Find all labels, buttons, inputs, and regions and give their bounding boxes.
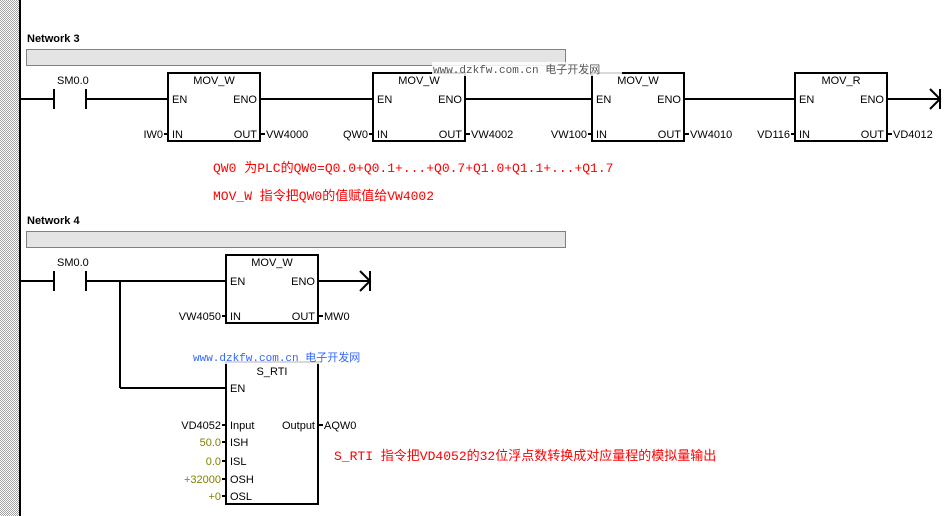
pin-en: EN bbox=[377, 94, 392, 106]
pin-en: EN bbox=[172, 94, 187, 106]
pin-en: EN bbox=[596, 94, 611, 106]
left-margin bbox=[0, 0, 19, 516]
mov-w-box-2 bbox=[372, 72, 466, 142]
operand-osh: +32000 bbox=[184, 474, 221, 486]
s-rti-block[interactable]: S_RTI EN Input ISH ISL OSH OSL Output VD… bbox=[181, 366, 356, 503]
pin-ish: ISH bbox=[230, 437, 248, 449]
network-3-title: Network 3 bbox=[27, 33, 80, 45]
operand-in: QW0 bbox=[343, 129, 368, 141]
pin-en: EN bbox=[230, 276, 245, 288]
pin-eno: ENO bbox=[291, 276, 315, 288]
operand-out: VW4002 bbox=[471, 129, 513, 141]
pin-input: Input bbox=[230, 420, 254, 432]
pin-isl: ISL bbox=[230, 456, 247, 468]
pin-eno: ENO bbox=[860, 94, 884, 106]
watermark-backdrop bbox=[432, 62, 622, 76]
watermark-blue: www.dzkfw.com.cn 电子开发网 bbox=[193, 350, 360, 365]
box-2[interactable]: MOV_W EN ENO IN OUT QW0 VW4002 bbox=[343, 75, 513, 141]
network-4-title: Network 4 bbox=[27, 215, 80, 227]
pin-eno: ENO bbox=[438, 94, 462, 106]
pin-in: IN bbox=[377, 129, 388, 141]
pin-out: OUT bbox=[861, 129, 885, 141]
pin-en: EN bbox=[230, 383, 245, 395]
mov-box-n4[interactable]: MOV_W EN ENO IN OUT VW4050 MW0 bbox=[179, 257, 350, 323]
box-title: MOV_W bbox=[193, 75, 235, 87]
pin-out: OUT bbox=[439, 129, 463, 141]
box-title: S_RTI bbox=[257, 366, 288, 378]
pin-out: OUT bbox=[234, 129, 258, 141]
pin-in: IN bbox=[799, 129, 810, 141]
box-title: MOV_W bbox=[617, 75, 659, 87]
pin-in: IN bbox=[230, 311, 241, 323]
mov-w-box-n4 bbox=[225, 254, 319, 324]
box-1[interactable]: MOV_W EN ENO IN OUT IW0 VW4000 bbox=[143, 75, 308, 141]
mov-w-box-1 bbox=[167, 72, 261, 142]
network-4-wiring bbox=[21, 254, 372, 505]
operand-input: VD4052 bbox=[181, 420, 221, 432]
box-title: MOV_W bbox=[398, 75, 440, 87]
pin-in: IN bbox=[172, 129, 183, 141]
network-3-wiring bbox=[21, 72, 942, 142]
mov-w-box-3 bbox=[591, 72, 685, 142]
operand-in: VW100 bbox=[551, 129, 587, 141]
pin-eno: ENO bbox=[233, 94, 257, 106]
operand-in: IW0 bbox=[143, 129, 163, 141]
operand-out: VW4000 bbox=[266, 129, 308, 141]
operand-out: VW4010 bbox=[690, 129, 732, 141]
operand-osl: +0 bbox=[208, 491, 221, 503]
network-4-comment[interactable] bbox=[26, 231, 566, 248]
pin-osl: OSL bbox=[230, 491, 252, 503]
power-rail bbox=[19, 0, 21, 516]
watermark: www.dzkfw.com.cn 电子开发网 bbox=[433, 62, 600, 77]
mov-r-box bbox=[794, 72, 888, 142]
operand-in: VW4050 bbox=[179, 311, 221, 323]
note-line-1: QW0 为PLC的QW0=Q0.0+Q0.1+...+Q0.7+Q1.0+Q1.… bbox=[213, 160, 613, 176]
contact-label: SM0.0 bbox=[57, 75, 89, 87]
pin-osh: OSH bbox=[230, 474, 254, 486]
operand-output: AQW0 bbox=[324, 420, 356, 432]
pin-out: OUT bbox=[292, 311, 316, 323]
pin-out: OUT bbox=[658, 129, 682, 141]
operand-isl: 0.0 bbox=[206, 456, 221, 468]
box-4[interactable]: MOV_R EN ENO IN OUT VD116 VD4012 bbox=[757, 75, 933, 141]
note-srti: S_RTI 指令把VD4052的32位浮点数转换成对应量程的模拟量输出 bbox=[334, 448, 716, 464]
contact-label: SM0.0 bbox=[57, 257, 89, 269]
pin-en: EN bbox=[799, 94, 814, 106]
box-3[interactable]: MOV_W EN ENO IN OUT VW100 VW4010 bbox=[551, 75, 732, 141]
operand-ish: 50.0 bbox=[200, 437, 221, 449]
operand-out: MW0 bbox=[324, 311, 350, 323]
network-3-comment[interactable] bbox=[26, 49, 566, 66]
operand-out: VD4012 bbox=[893, 129, 933, 141]
box-title: MOV_W bbox=[251, 257, 293, 269]
pin-output: Output bbox=[282, 420, 315, 432]
note-line-2: MOV_W 指令把QW0的值赋值给VW4002 bbox=[213, 188, 434, 204]
watermark-backdrop bbox=[192, 350, 384, 364]
operand-in: VD116 bbox=[757, 129, 790, 141]
pin-in: IN bbox=[596, 129, 607, 141]
box-title: MOV_R bbox=[821, 75, 860, 87]
pin-eno: ENO bbox=[657, 94, 681, 106]
